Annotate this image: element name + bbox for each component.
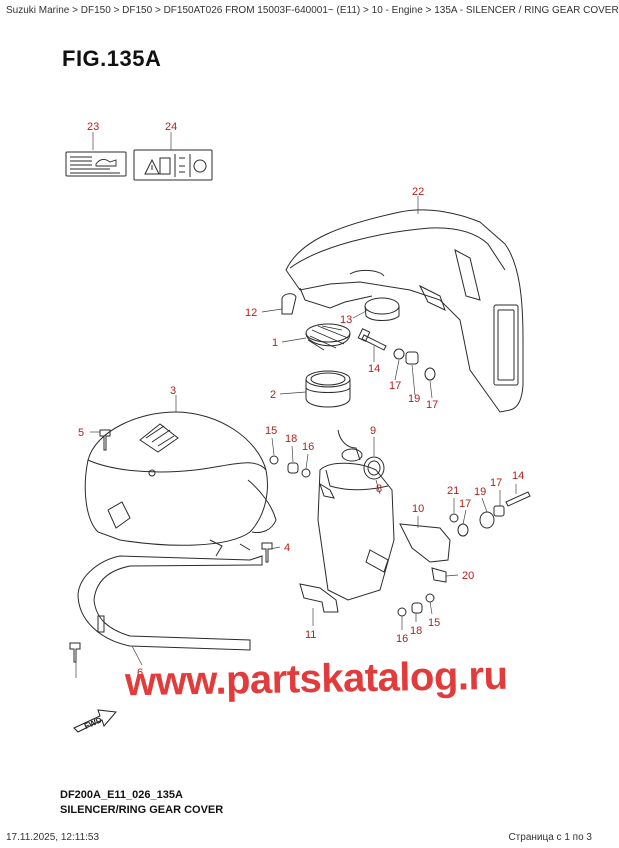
callout-labels: 23 24 22 12 13 1 2 14 17 19 17 3 5 15 18… (78, 121, 524, 731)
fwd-label: FWD (83, 715, 104, 731)
callout-1: 1 (272, 337, 278, 349)
footer-datetime: 17.11.2025, 12:11:53 (6, 832, 100, 843)
leader-lines (75, 132, 517, 678)
callout-9: 9 (370, 425, 376, 437)
callout-2: 2 (270, 389, 276, 401)
callout-21: 21 (447, 485, 459, 497)
figure-title: FIG.135A (62, 46, 162, 71)
figure-caption: SILENCER/RING GEAR COVER (60, 804, 224, 816)
callout-14-upper: 14 (368, 363, 380, 375)
label-24-drawing (133, 149, 213, 181)
footer-page-count: Страница с 1 по 3 (508, 832, 592, 843)
callout-18-lower: 18 (410, 625, 422, 637)
callout-6: 6 (137, 667, 143, 679)
bolt-4-drawing (261, 542, 273, 563)
callout-17-right: 17 (459, 498, 471, 510)
callout-17-upper-right: 17 (426, 399, 438, 411)
silencer-body-drawing (317, 429, 395, 601)
callout-18-left: 18 (285, 433, 297, 445)
callout-3: 3 (170, 385, 176, 397)
callout-23: 23 (87, 121, 99, 133)
upper-fasteners-drawing (357, 328, 436, 381)
breadcrumb: Suzuki Marine > DF150 > DF150 > DF150AT0… (6, 5, 619, 16)
part-12-drawing (281, 293, 297, 315)
callout-10: 10 (412, 503, 424, 515)
silencer-case-drawing (285, 209, 524, 413)
left-fasteners-drawing (269, 455, 335, 499)
ring-gear-cover-drawing (84, 411, 277, 546)
callout-19-upper: 19 (408, 393, 420, 405)
watermark: www.partskatalog.ru (124, 653, 508, 705)
fwd-arrow (73, 709, 117, 733)
callout-14-right: 14 (512, 470, 524, 482)
bracket-11-drawing (299, 583, 339, 613)
callout-8: 8 (376, 483, 382, 495)
lower-cover-drawing (77, 539, 263, 651)
callout-16-lower: 16 (396, 633, 408, 645)
part-1-filter-drawing (305, 323, 351, 351)
callout-15-left: 15 (265, 425, 277, 437)
bracket-10-drawing (399, 523, 451, 563)
callout-12: 12 (245, 307, 257, 319)
callout-22: 22 (412, 186, 424, 198)
callout-11: 11 (305, 629, 316, 641)
callout-24: 24 (165, 121, 177, 133)
part-2-ring-drawing (305, 370, 351, 408)
parts-diagram: 23 24 22 12 13 1 2 14 17 19 17 3 5 15 18… (65, 121, 531, 733)
figure-code: DF200A_E11_026_135A (60, 789, 183, 801)
callout-4: 4 (284, 542, 290, 554)
callout-17-upper-left: 17 (389, 380, 401, 392)
bolt-5-drawing (99, 429, 111, 451)
label-23-drawing (65, 151, 127, 177)
callout-19-right: 19 (474, 486, 486, 498)
lower-fasteners-drawing (397, 593, 435, 617)
callout-15-lower: 15 (428, 617, 440, 629)
part-20-drawing (431, 567, 447, 583)
bolt-7-drawing (69, 642, 81, 663)
callout-20: 20 (462, 570, 474, 582)
callout-13: 13 (340, 314, 352, 326)
callout-16-left: 16 (302, 441, 314, 453)
callout-17-far-right: 17 (490, 477, 502, 489)
callout-5: 5 (78, 427, 84, 439)
